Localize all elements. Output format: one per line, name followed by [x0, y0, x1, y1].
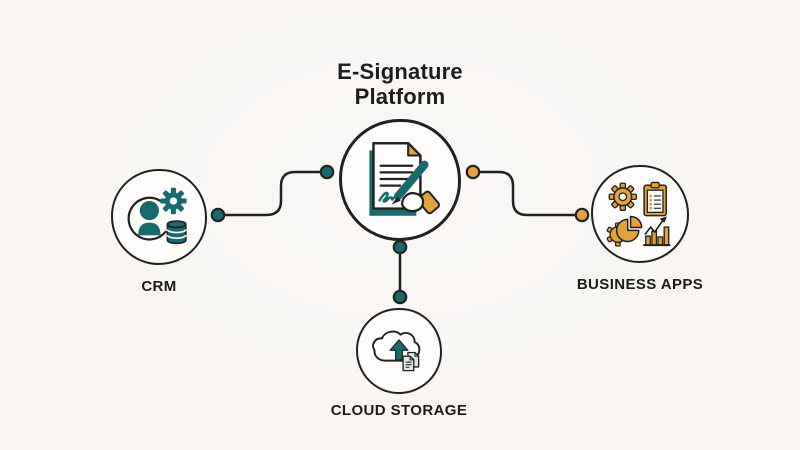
- node-label-crm: CRM: [141, 278, 177, 295]
- clipboard-icon: [643, 181, 667, 217]
- connector-dot-teal: [210, 207, 226, 223]
- diagram-title: E-Signature Platform: [0, 59, 800, 109]
- node-label-cloud-storage: CLOUD STORAGE: [330, 402, 468, 419]
- pie-chart-gear-icon: [606, 215, 643, 247]
- cloud-upload-icon: [372, 330, 421, 372]
- signed-document-icon: [369, 142, 441, 216]
- gear-icon: [608, 182, 637, 211]
- gear-icon: [160, 187, 187, 215]
- node-label-business-apps: BUSINESS APPS: [576, 276, 704, 293]
- node-cloud-storage: [356, 308, 442, 394]
- diagram-title-line1: E-Signature: [337, 59, 463, 84]
- connector-dot-teal: [319, 164, 335, 180]
- connector-dot-orange: [465, 164, 481, 180]
- node-e-signature-platform: [339, 119, 461, 241]
- database-icon: [166, 220, 187, 245]
- connector-dot-teal: [392, 289, 408, 305]
- node-business-apps: [591, 165, 689, 263]
- signature-squiggle: [378, 191, 399, 203]
- diagram-title-line2: Platform: [354, 84, 446, 109]
- node-crm: [111, 169, 207, 265]
- connector-dot-orange: [574, 207, 590, 223]
- connector-dot-teal: [392, 239, 408, 255]
- business-apps-icon: [606, 181, 671, 247]
- document-icon: [372, 142, 422, 210]
- crm-icon: [127, 187, 187, 245]
- user-icon: [138, 201, 161, 236]
- hand-with-pen-icon: [391, 160, 441, 215]
- upload-arrow-icon: [389, 339, 409, 361]
- documents-icon: [402, 351, 420, 372]
- bar-chart-icon: [643, 216, 671, 247]
- user-circle-arc: [127, 196, 167, 241]
- edge-crm-to-center: [216, 170, 329, 217]
- edge-center-to-business-apps: [471, 170, 584, 217]
